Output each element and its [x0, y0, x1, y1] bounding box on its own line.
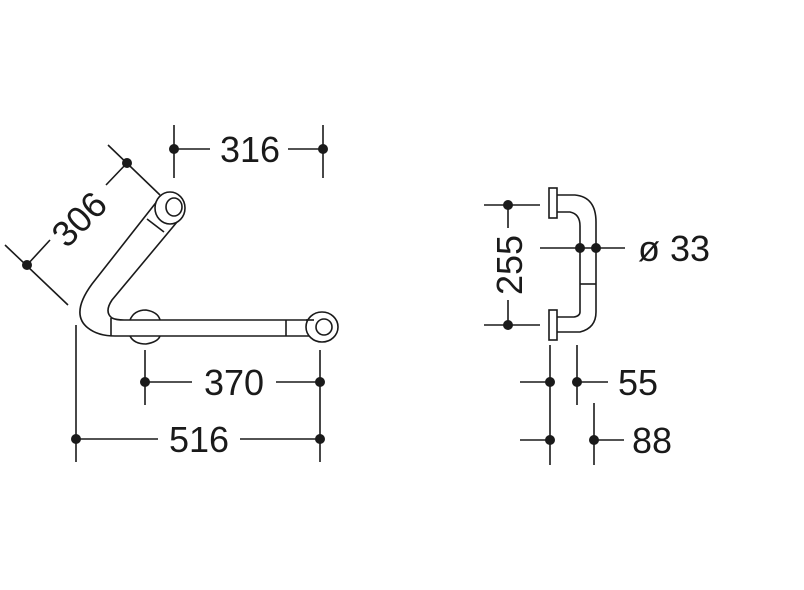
dimension-label-88: 88 [632, 420, 672, 461]
dimension-516: 516 [71, 325, 325, 462]
grab-bar-front [79, 199, 322, 337]
dimension-label-diameter: ø 33 [638, 228, 710, 269]
dimension-316: 316 [169, 125, 328, 178]
dimension-55: 55 [520, 345, 658, 465]
dimension-label-55: 55 [618, 362, 658, 403]
dimension-label-306: 306 [43, 183, 114, 254]
wall-plates [548, 187, 558, 341]
dimension-370: 370 [140, 350, 325, 462]
middle-flange [129, 309, 161, 345]
front-view: 316 306 370 516 [4, 125, 339, 462]
dimension-label-316: 316 [220, 129, 280, 170]
side-view: 255 ø 33 55 88 [484, 187, 710, 465]
dimension-label-370: 370 [204, 362, 264, 403]
end-flange [305, 311, 339, 343]
dimension-diameter: ø 33 [540, 228, 710, 269]
grab-bar-side [557, 194, 597, 333]
dimension-88: 88 [520, 403, 672, 465]
dimension-255: 255 [484, 200, 540, 330]
dimension-label-255: 255 [489, 235, 530, 295]
upper-flange [154, 191, 186, 225]
dimension-306: 306 [4, 144, 161, 306]
dimension-label-516: 516 [169, 419, 229, 460]
